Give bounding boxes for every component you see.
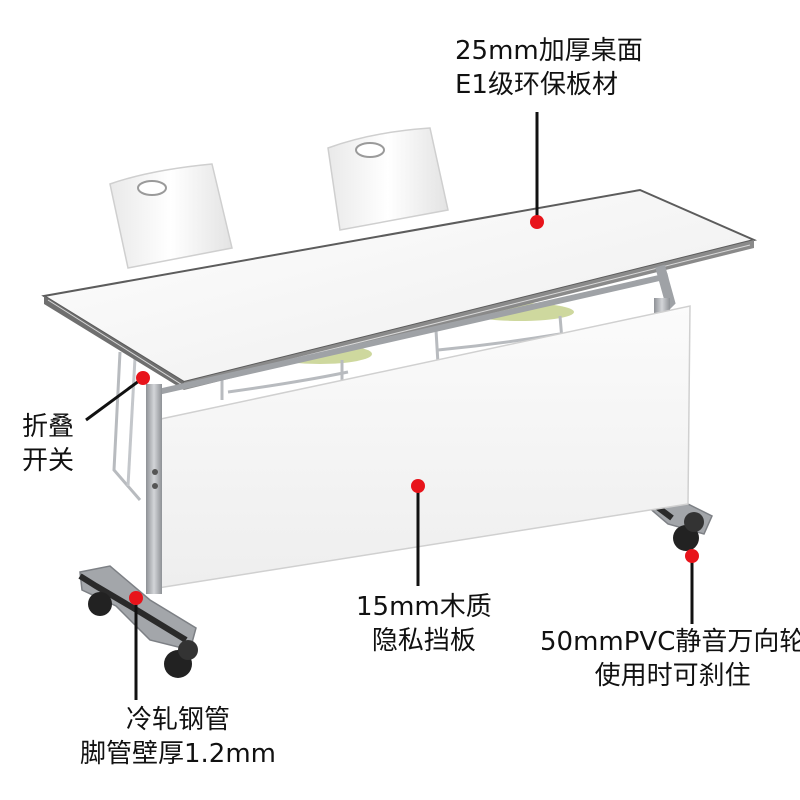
leader-line-folding-switch [85,376,144,422]
leader-lines [85,112,694,700]
marker-modesty-panel [411,479,425,493]
callout-folding-switch-line1: 折叠 [22,412,75,442]
left-leg [78,384,197,651]
markers [129,215,699,605]
callout-modesty-panel-line2: 隐私挡板 [371,626,476,656]
callout-casters: 50mmPVC静音万向轮 使用时可刹住 [540,625,800,693]
callout-folding-switch-line2: 开关 [22,446,75,476]
callout-tabletop-line1: 25mm加厚桌面 [455,36,643,66]
callout-tabletop: 25mm加厚桌面 E1级环保板材 [455,34,643,102]
callout-legs: 冷轧钢管 脚管壁厚1.2mm [80,703,276,771]
callout-modesty-panel-line1: 15mm木质 [356,592,492,622]
callout-casters-line1: 50mmPVC静音万向轮 [540,627,800,657]
marker-legs [129,591,143,605]
marker-tabletop [530,215,544,229]
marker-casters [685,549,699,563]
left-casters [88,592,198,678]
chair-right [327,127,449,231]
callout-tabletop-line2: E1级环保板材 [455,70,618,100]
marker-folding-switch [136,371,150,385]
callout-folding-switch: 折叠 开关 [22,410,74,478]
callout-legs-line2: 脚管壁厚1.2mm [80,739,277,769]
chair-left [109,163,233,501]
callout-casters-line2: 使用时可刹住 [594,661,751,691]
callout-legs-line1: 冷轧钢管 [126,705,231,735]
callout-modesty-panel: 15mm木质 隐私挡板 [356,590,492,658]
